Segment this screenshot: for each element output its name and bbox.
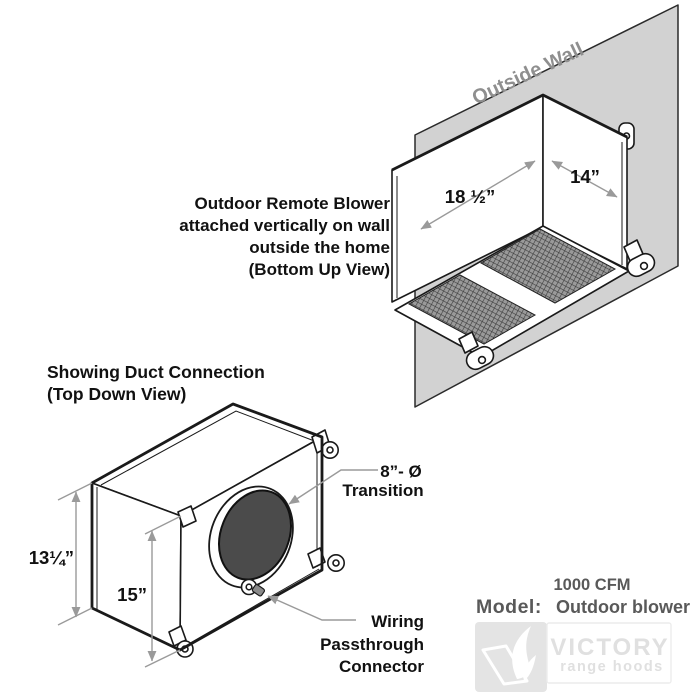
wiring-label-line3: Connector [339, 657, 424, 676]
top-face-lip [100, 410, 318, 486]
exhaust-grille-right [479, 228, 617, 304]
brand-logo: VICTORY range hoods [475, 622, 672, 692]
corner-bracket [177, 505, 197, 528]
transition-label-line2: Transition [342, 481, 423, 500]
outer-height-label: 13¼” [29, 547, 74, 568]
width-dimension-arrow [420, 160, 536, 230]
wiring-label-line1: Wiring [371, 612, 424, 631]
lower-diagram: Showing Duct Connection (Top Down View) [29, 362, 425, 676]
inner-height-label: 15” [117, 584, 147, 605]
mounting-tab-top-corner [311, 429, 339, 459]
mounting-tab-bottom [458, 331, 495, 371]
transition-callout: 8”- Ø Transition [288, 462, 424, 505]
logo-brand-text: VICTORY [550, 634, 669, 661]
duct-transition [208, 485, 294, 589]
logo-flame-icon [512, 626, 531, 679]
transition-label-line1: 8”- Ø [380, 462, 422, 481]
wiring-label-line2: Passthrough [320, 635, 424, 654]
lower-title-line1: Showing Duct Connection [47, 362, 265, 382]
cfm-rating: 1000 CFM [553, 576, 630, 594]
upper-diagram: Outside Wall [179, 4, 679, 408]
upper-caption-line2: attached vertically on wall [179, 216, 390, 235]
lower-title-line2: (Top Down View) [47, 384, 186, 404]
width-dimension-label: 18 ½” [445, 186, 495, 207]
upper-caption-line4: (Bottom Up View) [249, 260, 390, 279]
logo-flame-wisp-icon [523, 655, 536, 681]
upper-caption: Outdoor Remote Blower attached verticall… [179, 194, 390, 279]
depth-dimension-arrow [551, 160, 618, 198]
wiring-connector [240, 578, 266, 597]
inner-height-dimension: 15” [117, 515, 182, 668]
mounting-tab-right [623, 239, 656, 278]
mounting-tab-right-side [307, 547, 345, 572]
wiring-callout: Wiring Passthrough Connector [267, 595, 424, 676]
upper-caption-line3: outside the home [249, 238, 390, 257]
exhaust-grille-left [407, 274, 537, 345]
duct-opening [218, 489, 292, 581]
depth-dimension-label: 14” [570, 166, 600, 187]
model-value: Outdoor blower [556, 597, 690, 617]
logo-tagline-text: range hoods [560, 659, 664, 675]
logo-text-background [546, 622, 672, 684]
logo-v-icon [481, 644, 529, 686]
model-label: Model: [476, 596, 542, 618]
product-info: 1000 CFM Model: Outdoor blower [476, 576, 690, 618]
upper-caption-line1: Outdoor Remote Blower [194, 194, 390, 213]
outer-height-dimension: 13¼” [29, 482, 93, 626]
